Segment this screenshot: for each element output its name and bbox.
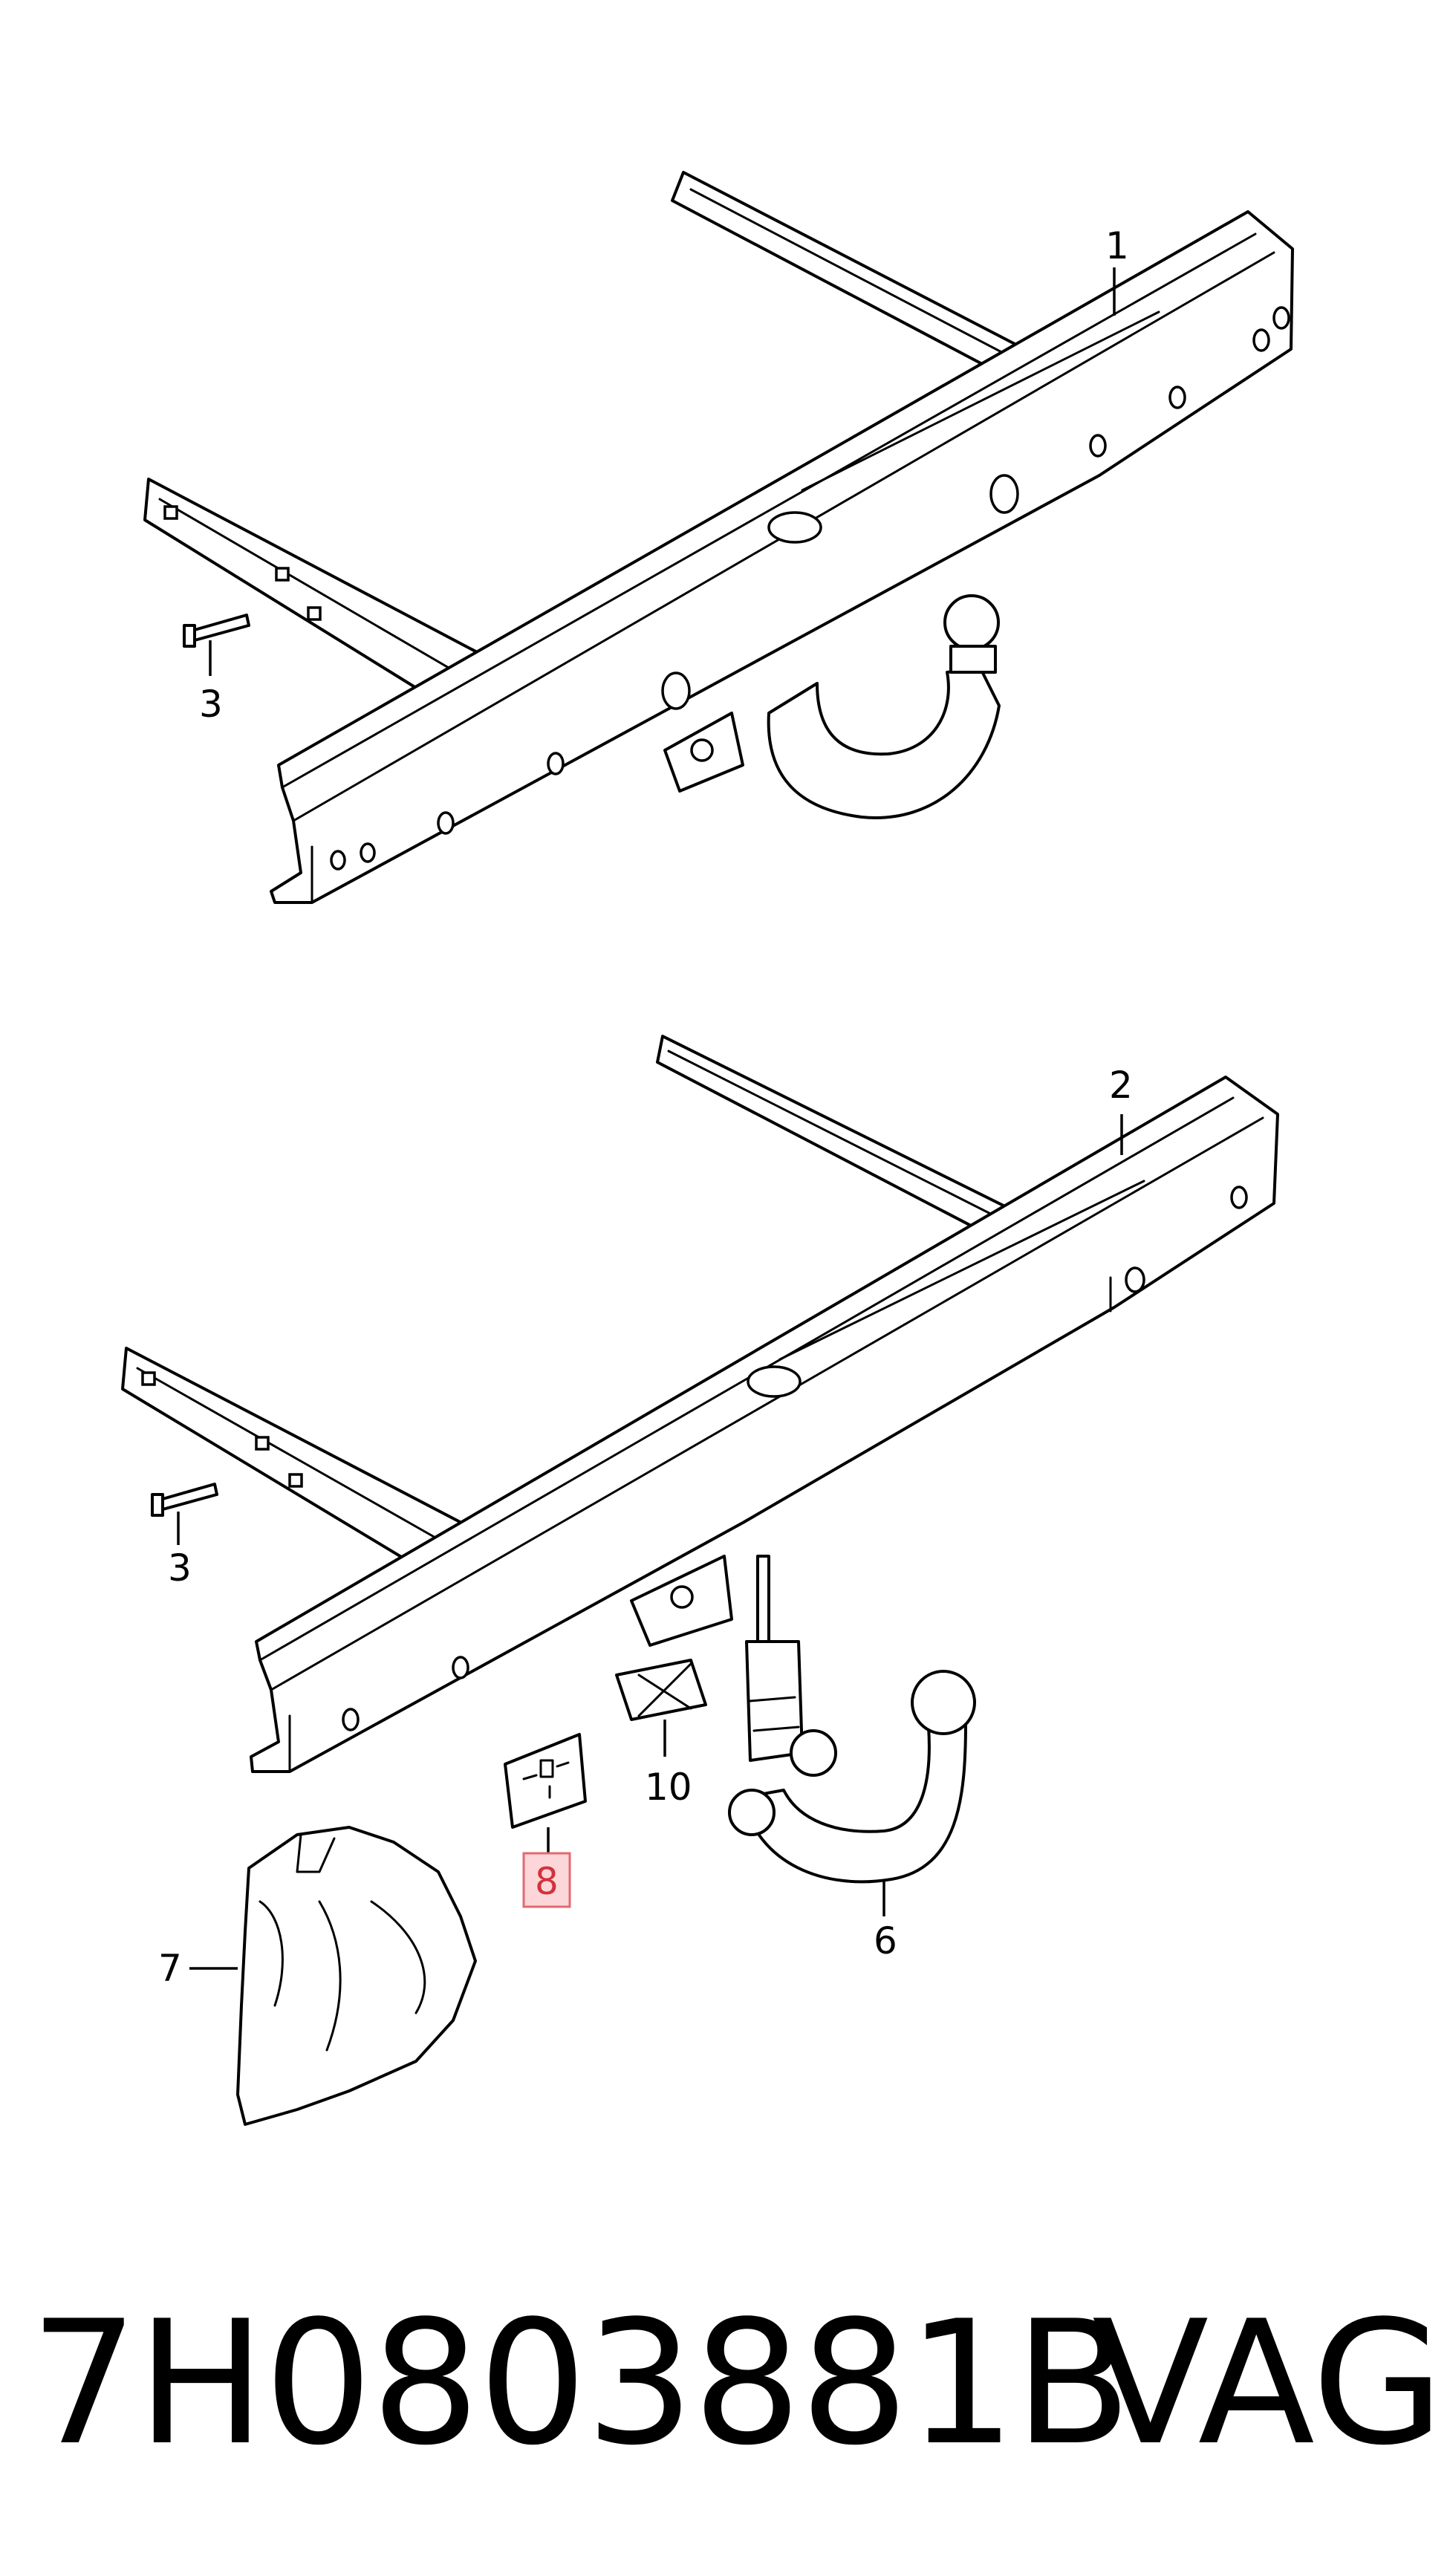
bolt-3-bottom bbox=[151, 1483, 218, 1545]
callout-6: 6 bbox=[874, 1919, 897, 1962]
callout-1: 1 bbox=[1105, 224, 1129, 267]
bolt-3-top bbox=[183, 614, 250, 676]
part-number: 7H0803881B bbox=[30, 2285, 1131, 2483]
callout-8: 8 bbox=[535, 1860, 559, 1903]
callout-10: 10 bbox=[645, 1766, 692, 1809]
tow-bar-crossmember-1 bbox=[143, 171, 1294, 904]
callout-8-highlight[interactable]: 8 bbox=[522, 1852, 571, 1908]
footer: 7H0803881B VAG bbox=[0, 2273, 1450, 2496]
callout-7: 7 bbox=[158, 1947, 182, 1990]
tow-bar-crossmember-2 bbox=[121, 1035, 1279, 1884]
callout-3-bottom: 3 bbox=[168, 1546, 192, 1590]
brand-label: VAG bbox=[1092, 2285, 1445, 2483]
cover-7 bbox=[236, 1826, 477, 2126]
callout-2: 2 bbox=[1109, 1064, 1133, 1107]
callout-3-top: 3 bbox=[199, 683, 223, 726]
